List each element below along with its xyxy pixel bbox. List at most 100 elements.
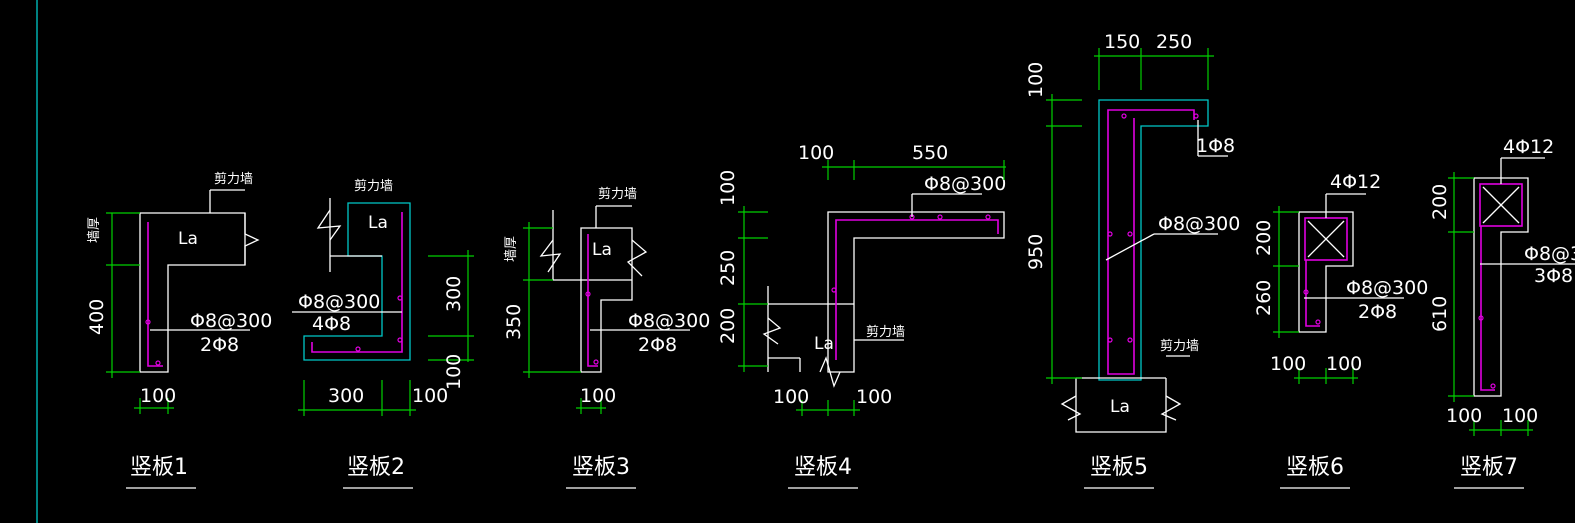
panel-3-height-dim: 350 [503,304,525,340]
panel-6-cross [1307,220,1345,258]
panel-2-outline [303,202,411,361]
panel-1-rebar-dot [155,360,161,366]
panel-3-title: 竖板3 [572,455,630,480]
panel-1-rebar-label: Φ8@300 [190,310,272,332]
panel-1-break [244,213,260,265]
panel-1-side-label: 墙厚 [87,217,102,243]
panel-3-bars-label: 2Φ8 [638,334,677,356]
panel-4-break-bottom [819,356,841,388]
panel-2-height-dim: 300 [443,276,465,312]
panel-2-bottom-dim: 100 [443,354,465,390]
panel-5-v-b-dim: 950 [1025,234,1047,270]
panel-5-outline [1098,99,1209,381]
panel-7-rebar-label: Φ8@3 [1524,243,1575,265]
panel-1-rebar-dot [145,319,151,325]
panel-7-outline [1473,177,1529,397]
panel-4-top-b-dim: 550 [912,142,948,164]
panel-4-top-a-dim: 100 [798,142,834,164]
panel-6-outline [1298,211,1354,333]
panel-1-rebar [147,222,163,367]
panel-5-rebar-dot [1107,337,1113,343]
panel-4-v-a-dim: 100 [717,170,739,206]
panel-4-break-left [762,317,782,345]
panel-6-v-b-dim: 260 [1253,280,1275,316]
panel-5-rebar-dot [1127,337,1133,343]
panel-2-bars-label: 4Φ8 [312,313,351,335]
panel-2-title: 竖板2 [347,455,405,480]
panel-1-height-dim: 400 [86,299,108,335]
panel-6-rebar-dot [1315,319,1321,325]
panel-2-rebar-dot [355,346,361,352]
panel-4-outline [827,211,1005,373]
panel-2-rebar-label: Φ8@300 [298,291,380,313]
panel-5-rebar-dot [1193,113,1199,119]
panel-7-bot-b-dim: 100 [1502,405,1538,427]
panel-1-width-dim: 100 [140,385,176,407]
panel-3-width-dim: 100 [580,385,616,407]
panel-4-v-c-dim: 200 [717,308,739,344]
panel-3-rebar-dot [585,291,591,297]
panel-5-title: 竖板5 [1090,455,1148,480]
panel-3: La 剪力墙 墙厚 Φ8@300 2Φ8 350 100 竖板3 [503,186,710,489]
panel-4-bot-a-dim: 100 [773,386,809,408]
panel-5-rebar-dot [1127,231,1133,237]
panel-1-bars-label: 2Φ8 [200,334,239,356]
panel-5-break-left [1060,395,1082,421]
panel-3-la: La [592,240,612,260]
panel-4-rebar-dot [831,287,837,293]
panel-7-corner-bars-label: 4Φ12 [1503,136,1554,158]
panel-5-wall [1075,378,1167,433]
panel-3-side-label: 墙厚 [504,236,519,262]
panel-3-rebar-label: Φ8@300 [628,310,710,332]
panel-6-corner-bars-label: 4Φ12 [1330,171,1381,193]
panel-2-width-b-dim: 100 [412,385,448,407]
panel-7-v-a-dim: 200 [1429,184,1451,220]
panel-5-rebar-dot [1107,231,1113,237]
panel-5-rebar-label: Φ8@300 [1158,213,1240,235]
panel-4-rebar-dot [985,214,991,220]
panel-7-rebar-dot [1478,315,1484,321]
panel-5-bars-label: 1Φ8 [1196,135,1235,157]
panel-2-break [316,209,342,241]
panel-5-top-b-dim: 250 [1156,31,1192,53]
panel-5: La 剪力墙 Φ8@300 1Φ8 150 250 100 950 竖板5 [1025,31,1240,489]
panel-6-rebar [1305,260,1320,327]
panel-6-bars-label: 2Φ8 [1358,301,1397,323]
panel-7-bot-a-dim: 100 [1446,405,1482,427]
panel-4-bot-b-dim: 100 [856,386,892,408]
panel-3-break-right [626,239,648,277]
panel-6-title: 竖板6 [1286,455,1344,480]
panel-2-width-a-dim: 300 [328,385,364,407]
panel-2: La 剪力墙 Φ8@300 4Φ8 300 100 300 100 竖板2 [292,178,474,489]
panel-7: 4Φ12 Φ8@3 3Φ8 200 610 100 100 竖板7 [1429,136,1575,489]
panel-4-rebar-dot [937,214,943,220]
panel-3-wall-label: 剪力墙 [598,186,637,202]
panel-2-rebar-dot [397,295,403,301]
panel-7-title: 竖板7 [1460,455,1518,480]
panel-5-break-right [1160,395,1182,421]
panel-6-rebar-label: Φ8@300 [1346,277,1428,299]
panel-7-bars-label: 3Φ8 [1534,265,1573,287]
panel-1-wall-label: 剪力墙 [214,171,253,187]
panel-5-top-a-dim: 150 [1104,31,1140,53]
panel-4-la: La [814,334,834,354]
panel-5-rebar-dot [1121,113,1127,119]
panel-5-leader-2 [1105,233,1155,261]
panel-7-cross [1482,186,1520,224]
panel-2-wall-label: 剪力墙 [354,178,393,194]
panel-5-wall-label: 剪力墙 [1160,338,1199,354]
panel-6-bot-b-dim: 100 [1326,353,1362,375]
panel-4: La 剪力墙 Φ8@300 100 550 100 250 200 100 10… [717,142,1006,489]
panel-4-rebar [835,219,999,360]
panel-5-v-a-dim: 100 [1025,62,1047,98]
panel-1: La 剪力墙 墙厚 Φ8@300 2Φ8 400 100 竖板1 [86,171,272,489]
panel-1-title: 竖板1 [130,455,188,480]
panel-7-rebar [1480,226,1495,391]
panel-5-la: La [1110,397,1130,417]
panel-3-rebar [587,234,598,367]
panel-1-la: La [178,229,198,249]
panel-6-rebar-dot [1303,289,1309,295]
panel-2-rebar-dot [397,337,403,343]
panel-4-title: 竖板4 [794,455,852,480]
